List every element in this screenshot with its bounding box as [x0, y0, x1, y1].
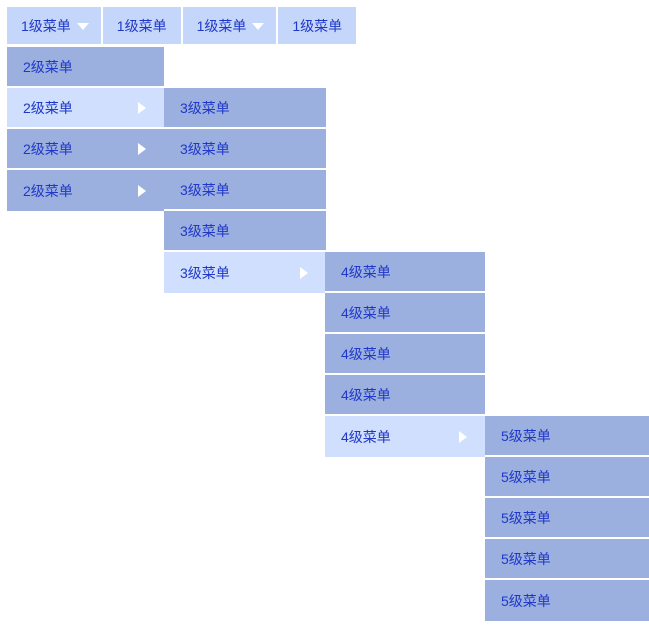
menu-item-label: 2级菜单 — [23, 140, 73, 157]
menu-item-level5-1[interactable]: 5级菜单 — [485, 416, 649, 457]
menubar-item-3[interactable]: 1级菜单 — [182, 7, 279, 44]
menu-item-label: 2级菜单 — [23, 182, 73, 199]
menu-item-label: 5级菜单 — [501, 468, 551, 485]
menu-item-level2-4[interactable]: 2级菜单 — [7, 170, 164, 211]
chevron-right-icon — [138, 142, 146, 155]
menu-item-label: 5级菜单 — [501, 427, 551, 444]
menu-item-level2-2[interactable]: 2级菜单 — [7, 88, 164, 129]
menu-item-label: 5级菜单 — [501, 550, 551, 567]
menu-item-label: 5级菜单 — [501, 509, 551, 526]
menu-item-label: 3级菜单 — [180, 181, 230, 198]
menu-item-label: 4级菜单 — [341, 304, 391, 321]
menubar: 1级菜单 1级菜单 1级菜单 1级菜单 — [7, 7, 400, 44]
menubar-item-2[interactable]: 1级菜单 — [102, 7, 183, 44]
chevron-right-icon — [138, 101, 146, 114]
menu-item-level3-4[interactable]: 3级菜单 — [164, 211, 326, 252]
chevron-right-icon — [138, 184, 146, 197]
chevron-right-icon — [459, 430, 467, 443]
chevron-down-icon — [252, 22, 265, 30]
menu-item-label: 3级菜单 — [180, 140, 230, 157]
menu-item-level4-3[interactable]: 4级菜单 — [325, 334, 485, 375]
menubar-item-label: 1级菜单 — [21, 17, 71, 34]
dropdown-panel-level4: 4级菜单 4级菜单 4级菜单 4级菜单 4级菜单 — [325, 252, 485, 457]
dropdown-panel-level2: 2级菜单 2级菜单 2级菜单 2级菜单 — [7, 47, 164, 211]
menubar-item-label: 1级菜单 — [196, 17, 247, 34]
menu-item-level4-2[interactable]: 4级菜单 — [325, 293, 485, 334]
menu-item-level4-5[interactable]: 4级菜单 — [325, 416, 485, 457]
menu-item-label: 2级菜单 — [23, 58, 73, 75]
chevron-down-icon — [76, 22, 89, 30]
menu-item-level3-5[interactable]: 3级菜单 — [164, 252, 326, 293]
menu-item-level4-1[interactable]: 4级菜单 — [325, 252, 485, 293]
menu-item-level3-3[interactable]: 3级菜单 — [164, 170, 326, 211]
dropdown-panel-level3: 3级菜单 3级菜单 3级菜单 3级菜单 3级菜单 — [164, 88, 326, 293]
menu-item-label: 4级菜单 — [341, 428, 391, 445]
menu-item-level3-1[interactable]: 3级菜单 — [164, 88, 326, 129]
menubar-item-1[interactable]: 1级菜单 — [7, 7, 103, 44]
menubar-item-label: 1级菜单 — [292, 17, 343, 34]
menu-item-label: 5级菜单 — [501, 592, 551, 609]
menu-item-label: 4级菜单 — [341, 386, 391, 403]
chevron-right-icon — [300, 266, 308, 279]
menu-item-level3-2[interactable]: 3级菜单 — [164, 129, 326, 170]
menu-item-level2-1[interactable]: 2级菜单 — [7, 47, 164, 88]
menu-item-level5-3[interactable]: 5级菜单 — [485, 498, 649, 539]
menubar-item-4[interactable]: 1级菜单 — [278, 7, 357, 44]
menubar-item-label: 1级菜单 — [116, 17, 167, 34]
menu-item-level5-4[interactable]: 5级菜单 — [485, 539, 649, 580]
menu-item-label: 4级菜单 — [341, 345, 391, 362]
menu-item-label: 3级菜单 — [180, 264, 230, 281]
menu-item-label: 2级菜单 — [23, 99, 73, 116]
menu-item-label: 3级菜单 — [180, 99, 230, 116]
menu-item-level5-5[interactable]: 5级菜单 — [485, 580, 649, 621]
menu-item-level5-2[interactable]: 5级菜单 — [485, 457, 649, 498]
menu-item-label: 4级菜单 — [341, 263, 391, 280]
menu-item-level2-3[interactable]: 2级菜单 — [7, 129, 164, 170]
menu-item-label: 3级菜单 — [180, 222, 230, 239]
dropdown-panel-level5: 5级菜单 5级菜单 5级菜单 5级菜单 5级菜单 — [485, 416, 649, 621]
menu-item-level4-4[interactable]: 4级菜单 — [325, 375, 485, 416]
